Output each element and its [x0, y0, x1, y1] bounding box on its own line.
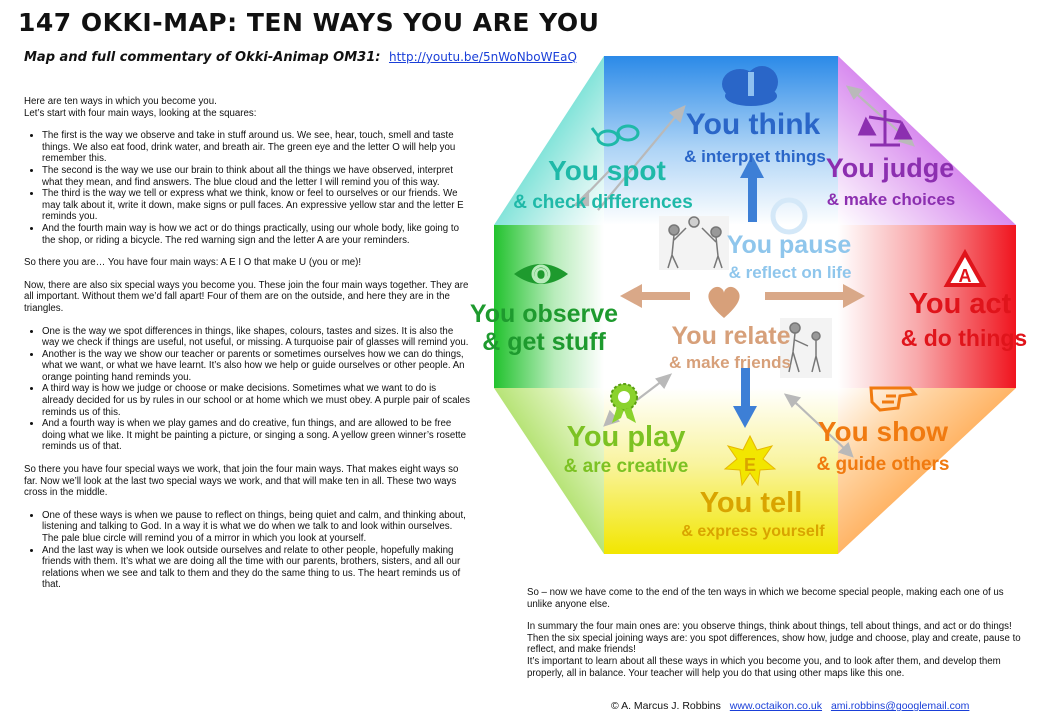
tell-letter: E — [744, 455, 756, 475]
list-item: One of these ways is when we pause to re… — [42, 510, 470, 545]
show-sub: & guide others — [816, 454, 949, 475]
special-ways-list: One is the way we spot differences in th… — [24, 326, 470, 454]
spot-sub: & check differences — [513, 192, 693, 213]
act-title: You act — [909, 288, 1012, 320]
region-judge — [838, 56, 1016, 225]
region-tell — [604, 388, 838, 554]
relate-title: You relate — [671, 322, 790, 350]
closing-summary: In summary the four main ones are: you o… — [527, 621, 1021, 656]
page-subtitle: Map and full commentary of Okki-Animap O… — [24, 50, 577, 65]
region-show — [838, 388, 1016, 554]
closing-advice: It’s important to learn about all these … — [527, 655, 1001, 679]
intro-paragraph: Here are ten ways in which you become yo… — [24, 96, 470, 119]
commentary-left: Here are ten ways in which you become yo… — [24, 96, 470, 602]
think-title: You think — [686, 108, 821, 141]
list-item: Another is the way we show our teacher o… — [42, 349, 470, 384]
copyright-text: © A. Marcus J. Robbins — [611, 700, 721, 712]
act-letter: A — [959, 266, 972, 286]
heart-icon — [708, 286, 740, 318]
list-item: And the last way is when we look outside… — [42, 545, 470, 591]
closing-paragraph-1: So – now we have come to the end of the … — [527, 587, 1004, 610]
list-item: The third is the way we tell or express … — [42, 188, 470, 223]
scales-icon — [857, 110, 913, 147]
think-sub: & interpret things — [684, 147, 826, 166]
pointing-hand-icon — [869, 386, 918, 412]
judge-sub: & make choices — [827, 190, 956, 209]
spot-title: You spot — [548, 155, 666, 186]
children-playing-illustration — [659, 216, 729, 270]
observe-letter: O — [534, 265, 548, 285]
video-link[interactable]: http://youtu.be/5nWoNboWEaQ — [388, 50, 577, 64]
list-item: And a fourth way is when we play games a… — [42, 418, 470, 453]
list-item: A third way is how we judge or choose or… — [42, 383, 470, 418]
vertical-arrows — [733, 155, 764, 428]
pause-title: You pause — [727, 231, 852, 259]
observe-title: You observe — [470, 300, 618, 328]
main-ways-list: The first is the way we observe and take… — [24, 130, 470, 246]
tell-title: You tell — [700, 487, 803, 519]
horizontal-arrows — [620, 284, 865, 308]
website-link[interactable]: www.octaikon.co.uk — [729, 700, 823, 712]
page-title: 147 OKKI-MAP: TEN WAYS YOU ARE YOU — [18, 8, 600, 37]
act-sub: & do things — [901, 325, 1027, 351]
region-spot — [494, 56, 604, 225]
judge-title: You judge — [826, 153, 955, 183]
play-title: You play — [567, 421, 686, 453]
intro-line-1: Here are ten ways in which you become yo… — [24, 96, 217, 107]
tell-sub: & express yourself — [681, 523, 825, 540]
list-item: And the fourth main way is how we act or… — [42, 223, 470, 246]
summary-paragraph-1: So there you are… You have four main way… — [24, 257, 362, 269]
eye-o-icon — [514, 264, 568, 284]
play-sub: & are creative — [564, 456, 689, 477]
cloud-i-icon — [722, 66, 778, 106]
subtitle-text: Map and full commentary of Okki-Animap O… — [24, 50, 381, 65]
summary-paragraph-2: So there you have four special ways we w… — [24, 464, 459, 499]
special-intro-paragraph: Now, there are also six special ways you… — [24, 279, 469, 314]
region-think — [604, 56, 838, 225]
glasses-icon — [590, 124, 640, 147]
intro-line-2: Let’s start with four main ways, looking… — [24, 107, 257, 119]
warning-a-icon: A — [943, 248, 987, 287]
region-observe — [494, 225, 604, 388]
friends-illustration — [780, 318, 832, 378]
email-link[interactable]: ami.robbins@googlemail.com — [830, 700, 970, 712]
footer: © A. Marcus J. Robbins www.octaikon.co.u… — [611, 700, 969, 712]
list-item: One is the way we spot differences in th… — [42, 326, 470, 349]
star-e-icon: E — [723, 434, 777, 487]
rosette-icon — [610, 383, 638, 423]
pause-sub: & reflect on life — [729, 263, 852, 282]
list-item: The second is the way we use our brain t… — [42, 165, 470, 188]
middle-ways-list: One of these ways is when we pause to re… — [24, 510, 470, 591]
relate-sub: & make friends — [669, 353, 791, 372]
observe-sub: & get stuff — [482, 328, 606, 356]
mirror-circle-icon — [770, 197, 808, 235]
list-item: The first is the way we observe and take… — [42, 130, 470, 165]
show-title: You show — [818, 416, 948, 447]
commentary-right: So – now we have come to the end of the … — [527, 587, 1022, 679]
region-play — [494, 388, 604, 554]
closing-paragraph-2: In summary the four main ones are: you o… — [527, 621, 1022, 679]
